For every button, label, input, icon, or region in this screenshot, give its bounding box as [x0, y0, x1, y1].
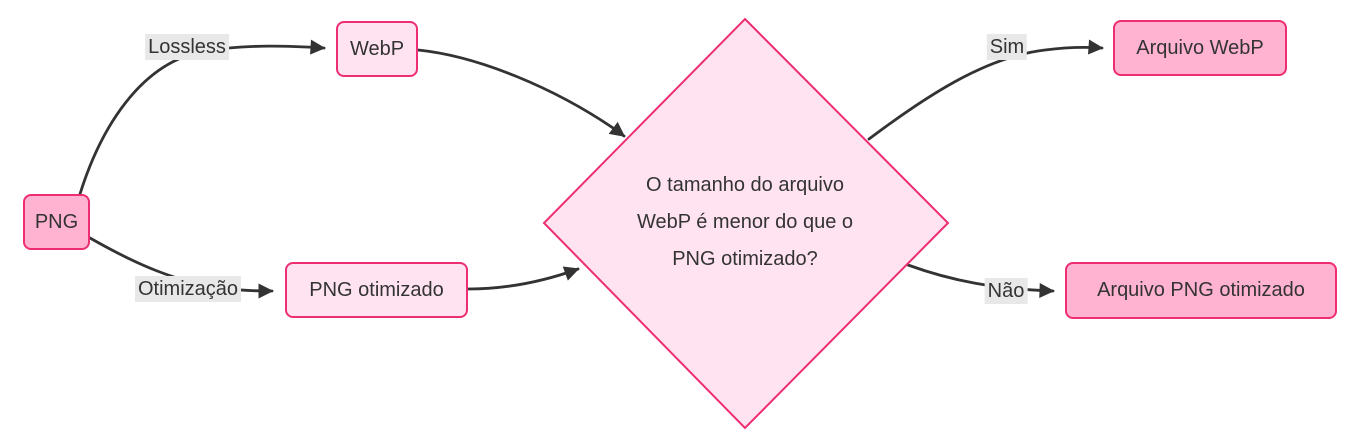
- node-png: PNG: [23, 194, 90, 250]
- node-arquivo-png-otimizado: Arquivo PNG otimizado: [1065, 262, 1337, 319]
- edge-decision-to-arquivo-webp: [867, 39, 1104, 141]
- edge-label-sim: Sim: [986, 34, 1028, 60]
- edge-png-to-webp: [78, 39, 326, 196]
- node-png-otimizado: PNG otimizado: [285, 262, 468, 318]
- decision-diamond: [542, 17, 950, 430]
- decision-line-3: PNG otimizado?: [672, 248, 818, 270]
- decision-line-2: WebP é menor do que o: [636, 211, 854, 233]
- edge-label-otimizacao: Otimização: [134, 276, 242, 302]
- node-arquivo-webp: Arquivo WebP: [1113, 20, 1287, 76]
- edge-png-otimizado-to-decision: [466, 266, 580, 291]
- edge-webp-to-decision: [416, 48, 626, 138]
- node-webp: WebP: [336, 21, 418, 77]
- edge-label-lossless: Lossless: [145, 34, 229, 60]
- edge-label-nao: Não: [984, 278, 1028, 304]
- decision-node-label: O tamanho do arquivo WebP é menor do que…: [585, 167, 905, 278]
- edge-decision-to-arquivo-png-otimizado: [906, 263, 1055, 299]
- decision-line-1: O tamanho do arquivo: [646, 174, 844, 196]
